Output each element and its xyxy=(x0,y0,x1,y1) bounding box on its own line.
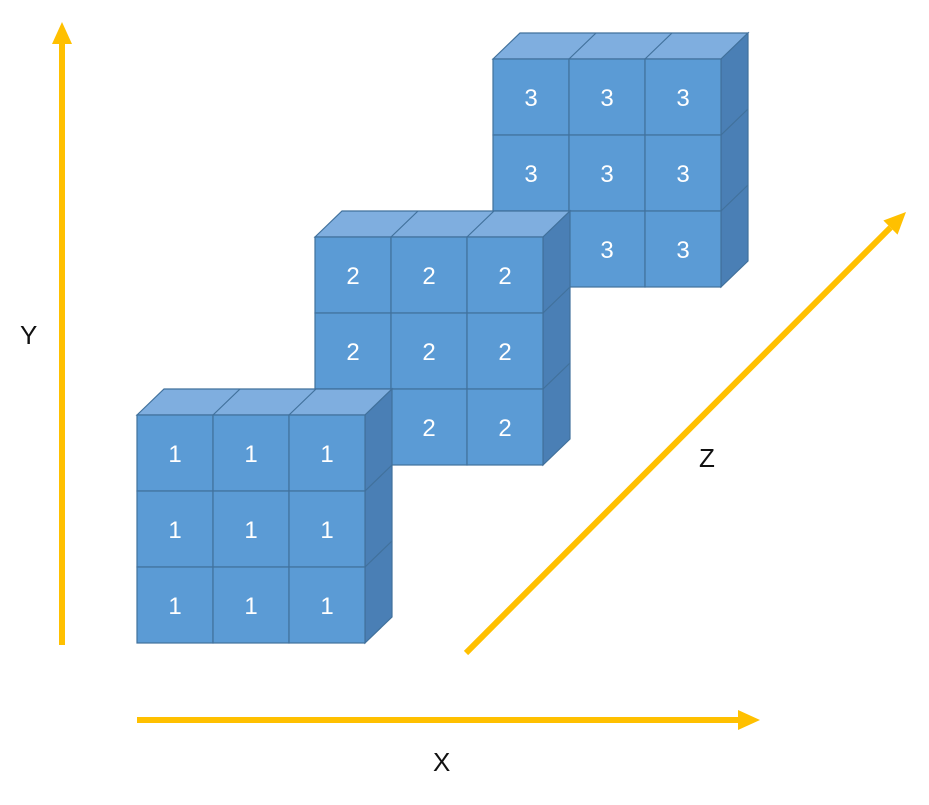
cube-cell-number: 2 xyxy=(422,415,435,442)
cube-cell xyxy=(644,210,722,288)
cube-cell xyxy=(314,312,392,390)
block-side-divider xyxy=(720,108,749,136)
block-side-face xyxy=(364,387,393,645)
cube-cell xyxy=(390,312,468,390)
x-axis-arrow-arrowhead xyxy=(738,710,760,730)
cube-cell xyxy=(466,236,544,314)
cube-cell-number: 3 xyxy=(524,161,537,188)
block-side-divider xyxy=(364,464,393,492)
cube-cell-number: 1 xyxy=(320,517,333,544)
block-top-face xyxy=(135,388,394,416)
cube-cell-number: 1 xyxy=(244,517,257,544)
block-top-divider xyxy=(288,388,317,416)
cube-cell-number: 3 xyxy=(524,85,537,112)
block-side-divider xyxy=(720,184,749,212)
cube-cell xyxy=(136,490,214,568)
cube-cell-number: 3 xyxy=(600,85,613,112)
cube-cell-number: 1 xyxy=(320,593,333,620)
y-axis-arrow-arrowhead xyxy=(52,22,72,44)
cube-cell xyxy=(288,414,366,492)
block-top-divider xyxy=(644,32,673,60)
cube-cell-number: 3 xyxy=(676,237,689,264)
block-top-face xyxy=(313,210,572,238)
block-side-divider xyxy=(542,362,571,390)
cube-cell-number: 1 xyxy=(244,593,257,620)
block-top-divider xyxy=(212,388,241,416)
x-axis-arrow xyxy=(137,710,760,730)
cube-cell xyxy=(644,58,722,136)
cube-cell-number: 3 xyxy=(600,161,613,188)
cube-cell-number: 2 xyxy=(346,339,359,366)
cube-cell xyxy=(568,210,646,288)
cube-cell-number: 1 xyxy=(320,441,333,468)
cube-cell-number: 2 xyxy=(498,339,511,366)
cube-cell-number: 3 xyxy=(600,237,613,264)
block-top-divider xyxy=(466,210,495,238)
cube-cell xyxy=(212,490,290,568)
block-side-face xyxy=(542,209,571,467)
cube-cell xyxy=(212,414,290,492)
cube-cell-number: 3 xyxy=(676,161,689,188)
block-top-divider xyxy=(390,210,419,238)
cube-cell xyxy=(492,134,570,212)
x-axis-label: X xyxy=(433,747,451,777)
z-axis-arrow xyxy=(463,212,906,656)
block-side-divider xyxy=(364,540,393,568)
cube-block-1: 1 1 1 1 1 1 1 1 1 xyxy=(135,387,394,645)
cube-cell-number: 1 xyxy=(244,441,257,468)
cube-cell-number: 1 xyxy=(168,441,181,468)
block-side-divider xyxy=(542,286,571,314)
block-top-face xyxy=(491,32,750,60)
cube-cell-number: 2 xyxy=(422,263,435,290)
z-axis-arrow-shaft xyxy=(463,225,893,656)
cube-cell xyxy=(136,566,214,644)
cube-cell xyxy=(466,312,544,390)
y-axis-arrow xyxy=(52,22,72,645)
cube-cell-number: 1 xyxy=(168,593,181,620)
cube-cell-number: 2 xyxy=(498,263,511,290)
cube-cell xyxy=(288,566,366,644)
cube-cell xyxy=(212,566,290,644)
cube-cell xyxy=(568,58,646,136)
z-axis-arrow-arrowhead xyxy=(883,212,906,235)
block-top-divider xyxy=(568,32,597,60)
axes-layer xyxy=(52,22,906,730)
block-side-face xyxy=(720,31,749,289)
y-axis-label: Y xyxy=(20,320,38,350)
cube-cell xyxy=(390,388,468,466)
blocks-layer: 3 3 3 3 3 3 3 3 2 2 2 2 2 2 2 2 1 1 1 1 1 1 1 1 1 xyxy=(135,31,750,645)
cube-cell xyxy=(390,236,468,314)
cube-cell xyxy=(466,388,544,466)
z-axis-label: Z xyxy=(699,443,715,473)
cube-cell-number: 1 xyxy=(168,517,181,544)
cube-cell-number: 3 xyxy=(676,85,689,112)
cube-cell-number: 2 xyxy=(422,339,435,366)
cube-cell xyxy=(288,490,366,568)
cube-cell xyxy=(568,134,646,212)
cube-cell-number: 2 xyxy=(498,415,511,442)
cube-cell-number: 2 xyxy=(346,263,359,290)
cube-cell xyxy=(644,134,722,212)
